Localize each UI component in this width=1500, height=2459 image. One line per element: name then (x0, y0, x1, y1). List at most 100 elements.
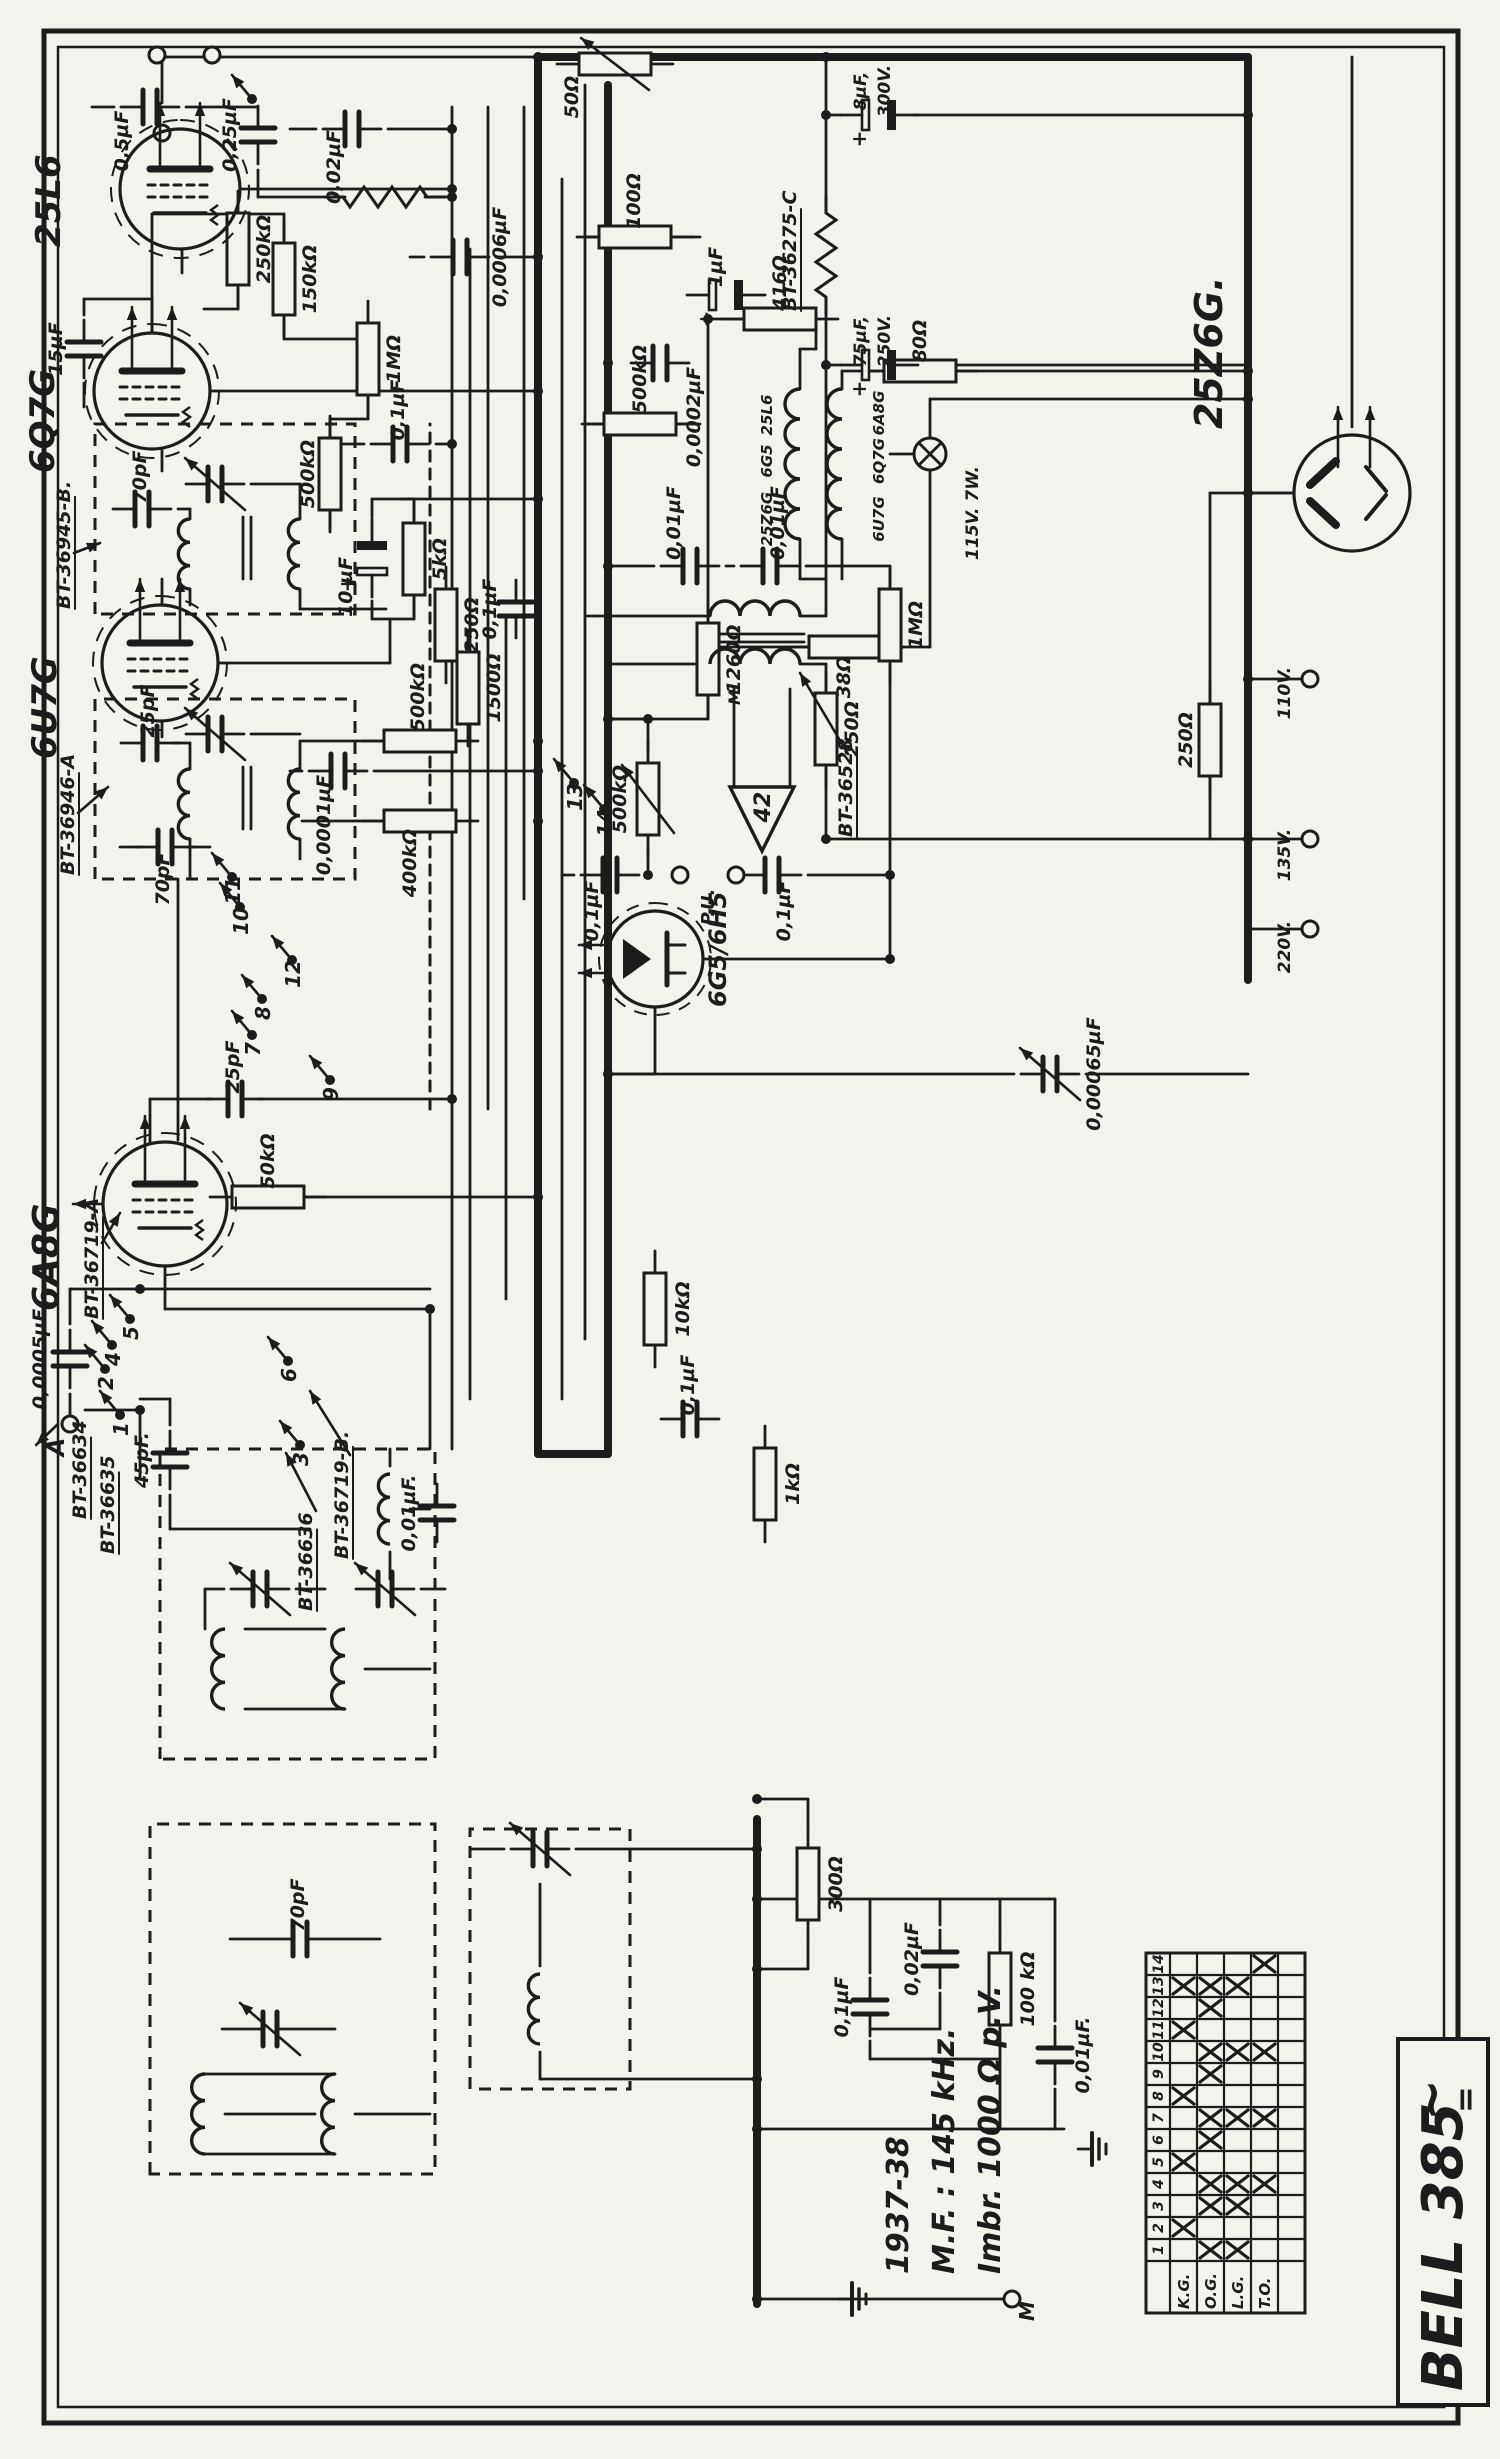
coil-74 (708, 599, 802, 617)
tube-25Z6G: 25Z6G. (1187, 276, 1412, 553)
cap-56 (508, 1821, 572, 1877)
part-number-text: BT-36635 (97, 1455, 119, 1554)
junction-dot-25 (1243, 366, 1253, 376)
switch-contact-14: 14 (582, 783, 617, 837)
text-label-115V_7W_: 115V. 7W. (963, 466, 983, 560)
lamp-89 (912, 436, 948, 472)
value-label: 150kΩ (299, 245, 321, 313)
arrow-head (554, 759, 567, 773)
plus-sign: + (847, 131, 871, 148)
value-label: 0,0005µF (29, 1309, 51, 1409)
coil-68 (376, 1472, 391, 1546)
res-1k_: 1kΩ (752, 1424, 804, 1544)
junction-dot-23 (1243, 488, 1253, 498)
part-number-text: BT-36945-B. (53, 481, 75, 609)
text-label-6G5: 6G5 (758, 444, 776, 477)
part-label-BT_36636: BT-36636 (295, 1512, 318, 1612)
pointer-arrow (108, 1293, 132, 1321)
junction-dot-9 (533, 736, 543, 746)
cap-58 (353, 1561, 417, 1617)
value-label: 38Ω (833, 656, 855, 699)
junction-dot-33 (752, 1964, 762, 1974)
switch-number: 13 (563, 783, 587, 811)
title-block: BELL 385~= (1396, 2037, 1490, 2407)
coil-assembly-dashed-box-5 (468, 1827, 632, 2091)
junction-dot-18 (447, 124, 457, 134)
arrow-head (232, 1011, 245, 1025)
res-10k_: 10kΩ (642, 1249, 694, 1369)
cap-0_02_F: 0,02µF (321, 109, 383, 204)
arrow-head (230, 1563, 244, 1576)
value-label: 0,1µF (581, 881, 603, 942)
arrow-head (355, 1563, 369, 1576)
pointer-arrow (266, 1335, 290, 1363)
tube-6A8G: 6A8G (26, 1114, 237, 1311)
cap-0_1_F: 0,1µF (659, 1355, 721, 1439)
arrow-head (240, 2003, 254, 2016)
part-number-text: BT-36719-B. (331, 1431, 353, 1559)
arrow-head (232, 75, 245, 89)
zig-17 (813, 195, 839, 315)
table-row-label: K.G. (1175, 2274, 1193, 2309)
arrow-head (110, 1295, 123, 1309)
plus-sign: + (847, 381, 871, 398)
value-label: 1500Ω (483, 653, 505, 722)
coil-71 (176, 517, 191, 591)
arrow-head (510, 1823, 524, 1836)
term-82 (202, 45, 222, 65)
value-label: 100 kΩ (1017, 1951, 1039, 2026)
switch-contact-1: 1 (98, 1389, 133, 1436)
junction-dot-13 (533, 386, 543, 396)
junction-dot-4 (885, 954, 895, 964)
pointer (76, 785, 110, 815)
junction-dot-36 (752, 2074, 762, 2084)
value-label: 300Ω (825, 1856, 847, 1912)
cap-45pF_: 45pF. (131, 1429, 190, 1491)
value-label: 0,00065µF (1083, 1017, 1105, 1131)
part-number-text: BT-36275-C (779, 190, 801, 311)
table-col-header: 11 (1151, 2020, 1167, 2039)
table-row-label: L.G. (1229, 2276, 1247, 2309)
text-label-135V_: 135V. (1275, 829, 1295, 881)
arrow-head (139, 1116, 151, 1129)
ac-symbol: ~ (1402, 2079, 1460, 2121)
text-label-6U7G: 6U7G (870, 496, 888, 541)
value-label: 25pF (137, 684, 159, 737)
cap-0_01_F_: 0,01µF. (398, 1475, 457, 1551)
page-border (41, 28, 1461, 2426)
coil-assembly-dashed-box-3 (93, 697, 357, 881)
switch-contact-13: 13 (552, 757, 587, 811)
value-label: 0,0002µF (683, 367, 705, 467)
part-label-BT_36946_A: BT-36946-A (57, 754, 80, 876)
table-col-header: 9 (1151, 2069, 1167, 2079)
tube-25L6: 25L6 (29, 101, 250, 259)
arrow-head (622, 765, 635, 779)
pointer (100, 1211, 122, 1245)
pointer-arrow (552, 757, 576, 785)
table-row-label: T.O. (1256, 2277, 1274, 2309)
res-100_k_: 100 kΩ (987, 1929, 1039, 2049)
pointer-arrow (166, 305, 178, 369)
tube-name-label: 6A8G (26, 1203, 67, 1311)
table-row-label: O.G. (1202, 2273, 1220, 2309)
value-label: 0,0001µF (313, 775, 335, 875)
value-label: 10kΩ (672, 1281, 694, 1336)
pointer-arrow (284, 1451, 318, 1513)
plus-sign: + (335, 576, 359, 593)
cap-60 (183, 456, 247, 512)
pointer-arrow (230, 1009, 254, 1037)
part-label-BT_36634: BT-36634 (69, 1420, 92, 1520)
res-250k_: 250kΩ (225, 189, 275, 309)
cap-0_0001_F: 0,0001µF (307, 751, 369, 875)
switch-number: 2 (94, 1376, 118, 1390)
junction-dot-35 (752, 1844, 762, 1854)
junction-dot-20 (821, 52, 831, 62)
pointer-arrow (508, 1821, 572, 1877)
res-500k_: 500kΩ (580, 345, 700, 437)
pointer-arrow (194, 101, 206, 167)
pointer-arrow (1364, 405, 1376, 469)
pointer (308, 1389, 352, 1457)
